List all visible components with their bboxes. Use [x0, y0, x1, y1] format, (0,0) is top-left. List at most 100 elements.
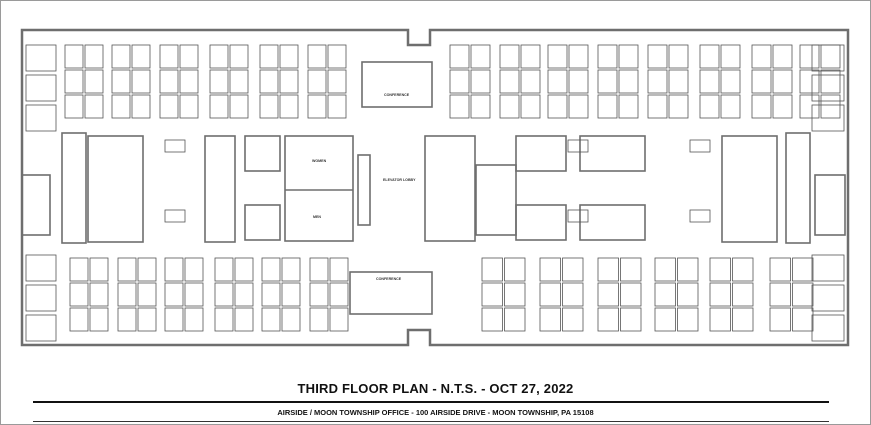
workstation — [720, 69, 741, 94]
workstation — [89, 307, 109, 332]
workstation — [654, 257, 676, 282]
west-support-rooms — [204, 135, 236, 243]
workstation — [799, 69, 820, 94]
workstation — [234, 257, 254, 282]
workstation — [137, 282, 157, 307]
workstation — [279, 94, 299, 119]
workstation — [547, 69, 568, 94]
workstation — [84, 94, 104, 119]
west-collab-room — [87, 135, 144, 243]
elevator-bank — [357, 154, 371, 226]
workstation — [69, 307, 89, 332]
workstation — [772, 69, 793, 94]
workstation — [84, 44, 104, 69]
workstation — [597, 257, 619, 282]
restrooms — [284, 135, 354, 242]
workstation — [309, 307, 329, 332]
workstation — [111, 94, 131, 119]
workstation — [449, 69, 470, 94]
label-conference-bottom: CONFERENCE — [376, 277, 402, 281]
workstation — [769, 282, 791, 307]
label-women: WOMEN — [312, 159, 327, 163]
workstation — [111, 44, 131, 69]
title-divider — [33, 401, 829, 403]
workstation — [64, 44, 84, 69]
workstation — [539, 282, 561, 307]
workstation — [259, 44, 279, 69]
workstation — [620, 282, 642, 307]
workstation — [772, 94, 793, 119]
workstation — [214, 307, 234, 332]
workstation — [709, 282, 731, 307]
workstation — [229, 44, 249, 69]
workstation — [568, 69, 589, 94]
workstation — [327, 94, 347, 119]
west-conf-room-1 — [244, 135, 281, 172]
workstation — [792, 282, 814, 307]
label-conference-top: CONFERENCE — [384, 93, 410, 97]
workstation — [234, 307, 254, 332]
perimeter-office — [811, 44, 845, 72]
workstation — [131, 44, 151, 69]
workstation — [547, 94, 568, 119]
workstation — [597, 44, 618, 69]
workstation — [84, 69, 104, 94]
service-core — [424, 135, 476, 242]
label-men: MEN — [313, 215, 321, 219]
workstation — [751, 44, 772, 69]
workstation — [329, 282, 349, 307]
workstation — [597, 307, 619, 332]
workstation — [64, 94, 84, 119]
workstation — [799, 94, 820, 119]
workstation — [279, 69, 299, 94]
perimeter-office — [25, 254, 57, 282]
workstation — [164, 257, 184, 282]
workstation — [261, 307, 281, 332]
east-corner-room — [785, 132, 811, 244]
workstation — [329, 257, 349, 282]
workstation — [184, 282, 204, 307]
workstation — [769, 257, 791, 282]
workstation — [307, 94, 327, 119]
workstation — [562, 257, 584, 282]
workstation — [229, 94, 249, 119]
workstation — [654, 307, 676, 332]
workstation — [259, 94, 279, 119]
workstation — [131, 94, 151, 119]
workstation — [179, 44, 199, 69]
workstation — [499, 44, 520, 69]
workstation — [470, 44, 491, 69]
workstation — [751, 94, 772, 119]
perimeter-office — [811, 314, 845, 342]
workstation — [64, 69, 84, 94]
workstation — [209, 94, 229, 119]
workstation — [309, 282, 329, 307]
table — [567, 209, 589, 223]
workstation — [499, 94, 520, 119]
table — [567, 139, 589, 153]
workstation — [792, 257, 814, 282]
workstation — [647, 94, 668, 119]
workstation — [159, 69, 179, 94]
perimeter-office — [811, 74, 845, 102]
perimeter-office — [25, 74, 57, 102]
conference-bottom-room — [349, 271, 433, 315]
workstation — [470, 94, 491, 119]
workstation — [709, 257, 731, 282]
workstation — [562, 282, 584, 307]
workstation — [769, 307, 791, 332]
workstation — [327, 44, 347, 69]
conference-top-room — [361, 61, 433, 108]
stairwell — [475, 164, 517, 236]
workstation — [677, 307, 699, 332]
perimeter-office — [25, 314, 57, 342]
workstation — [699, 94, 720, 119]
east-wellness-rooms-bottom — [579, 204, 646, 241]
workstation — [209, 69, 229, 94]
west-corner-room — [61, 132, 87, 244]
workstation — [179, 69, 199, 94]
workstation — [137, 257, 157, 282]
workstation — [229, 69, 249, 94]
workstation — [668, 69, 689, 94]
workstation — [470, 69, 491, 94]
